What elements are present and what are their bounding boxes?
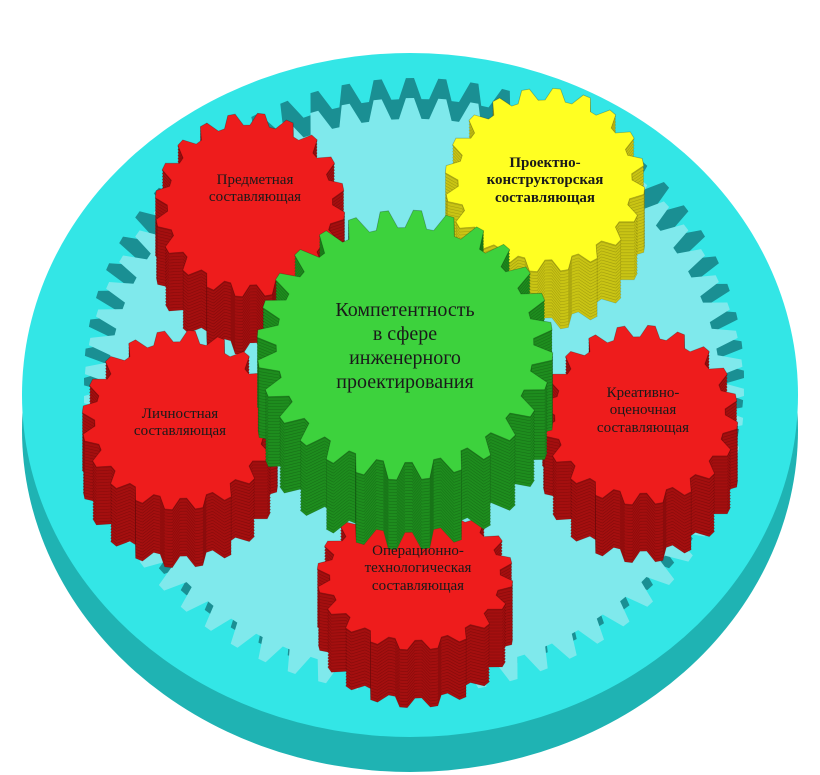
gear-subject-face [154, 112, 346, 298]
gear-center-face [256, 209, 554, 481]
gear-creative [541, 324, 739, 564]
gear-personal [81, 329, 279, 569]
gear-operational [316, 499, 514, 709]
gears-layer [81, 87, 739, 709]
gear-creative-face [541, 324, 739, 506]
gear-personal-face [81, 329, 279, 511]
gear-center [256, 209, 554, 551]
gear-design-face [444, 87, 646, 273]
